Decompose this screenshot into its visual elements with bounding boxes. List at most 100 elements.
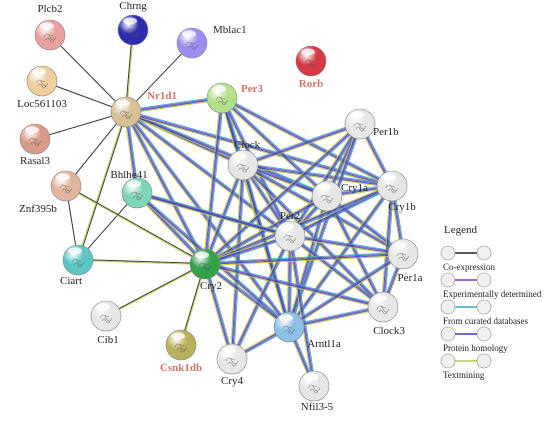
node-chrng[interactable]: Chrng [117, 0, 149, 46]
edge-line [222, 96, 329, 196]
node-znf395b[interactable]: Znf395b [19, 170, 82, 215]
node-mblac1[interactable]: Mblac1 [176, 24, 247, 59]
node-label: Rasal3 [20, 155, 50, 167]
edge-line [124, 112, 290, 238]
protein-structure-icon [35, 79, 49, 89]
node-label: Cry4 [221, 375, 244, 387]
node-nfil3-5[interactable]: Nfil3-5 [298, 370, 334, 413]
edge-line [289, 307, 384, 329]
node-cry2[interactable]: Cry2 [189, 248, 222, 292]
protein-structure-icon [304, 59, 318, 69]
edge-line [289, 236, 383, 308]
node-label: Csnk1db [160, 362, 202, 374]
edge-line [204, 264, 383, 309]
edge-line [204, 264, 289, 328]
edge-line [289, 236, 403, 256]
node-cry1b[interactable]: Cry1b [376, 170, 416, 213]
protein-structure-icon [215, 96, 229, 106]
node-clock[interactable]: Clock [227, 139, 261, 181]
edge-Cry2-Arntl1a [203, 262, 291, 329]
node-rorb[interactable]: Rorb [295, 45, 327, 90]
node-shine [96, 303, 110, 311]
edge-line [242, 121, 360, 164]
edge-Znf395b-Cry2 [65, 185, 206, 265]
edge-line [230, 235, 289, 359]
node-label: Znf395b [19, 203, 57, 215]
node-loc561103[interactable]: Loc561103 [17, 65, 67, 110]
edge-line [124, 112, 289, 329]
legend-ball [440, 353, 456, 369]
edge-Nr1d1-Plcb2 [49, 34, 127, 113]
node-shine [280, 223, 294, 231]
edge-layer [34, 29, 406, 387]
edge-line [202, 164, 242, 264]
node-shine [373, 294, 387, 302]
edge-line [34, 111, 127, 140]
legend-item-coexpression: Co-expression [440, 245, 495, 272]
edge-Nr1d1-Mblac1 [125, 42, 193, 113]
legend-ball [476, 299, 492, 315]
node-clock3[interactable]: Clock3 [367, 291, 405, 337]
node-cib1[interactable]: Cib1 [90, 300, 122, 346]
node-shine [116, 99, 130, 107]
edge-line [66, 185, 206, 264]
protein-structure-icon [385, 184, 399, 194]
node-label: Loc561103 [17, 98, 67, 110]
legend-label: From curated databases [443, 316, 528, 326]
edge-line [222, 97, 328, 196]
node-per1a[interactable]: Per1a [387, 238, 423, 284]
edge-Per2-Cry4 [230, 235, 292, 360]
edge-line [202, 264, 231, 360]
edge-line [383, 186, 394, 308]
edge-line [206, 263, 235, 359]
node-per1b[interactable]: Per1b [344, 108, 399, 140]
node-shine [195, 251, 209, 259]
protein-structure-icon [28, 137, 42, 147]
edge-line [137, 191, 291, 236]
edge-line [242, 166, 392, 189]
node-shine [32, 68, 46, 76]
node-plcb2[interactable]: Plcb2 [34, 3, 66, 51]
node-label: Clock3 [373, 325, 405, 337]
edge-line [126, 110, 328, 195]
node-ciart[interactable]: Ciart [60, 244, 94, 287]
node-arntl1a[interactable]: Arntl1a [273, 311, 341, 350]
node-shine [68, 247, 82, 255]
node-nr1d1[interactable]: Nr1d1 [110, 90, 177, 128]
node-rasal3[interactable]: Rasal3 [19, 123, 50, 167]
node-shine [304, 373, 318, 381]
node-label: Mblac1 [213, 24, 247, 36]
edge-Cry2-Clock3 [204, 261, 384, 310]
node-label: Nfil3-5 [301, 401, 334, 413]
node-cry4[interactable]: Cry4 [216, 343, 248, 387]
protein-structure-icon [185, 41, 199, 51]
node-label: Ciart [60, 275, 82, 287]
legend-label: Protein homology [443, 343, 508, 353]
node-shine [182, 30, 196, 38]
legend-item-curated: From curated databases [440, 299, 528, 326]
edge-line [384, 186, 395, 308]
edge-line [125, 42, 193, 113]
node-shine [393, 241, 407, 249]
legend-ball [440, 245, 456, 261]
node-csnk1db[interactable]: Csnk1db [160, 329, 202, 374]
protein-structure-icon [198, 262, 212, 272]
edge-line [231, 235, 290, 359]
edge-line [126, 111, 291, 236]
edge-line [205, 165, 244, 265]
edge-line [137, 190, 291, 235]
node-shine [382, 173, 396, 181]
edge-line [126, 110, 393, 186]
node-per3[interactable]: Per3 [206, 82, 263, 114]
edge-Cry2-Cry4 [202, 263, 235, 360]
node-bhlhe41[interactable]: Bhlhe41 [110, 169, 153, 209]
protein-structure-icon [71, 258, 85, 268]
edge-line [290, 233, 404, 253]
node-cry1a[interactable]: Cry1a [311, 180, 368, 212]
edge-line [136, 194, 290, 239]
edge-line [78, 112, 127, 261]
edge-line [221, 98, 327, 197]
node-per2[interactable]: Per2 [274, 210, 306, 252]
